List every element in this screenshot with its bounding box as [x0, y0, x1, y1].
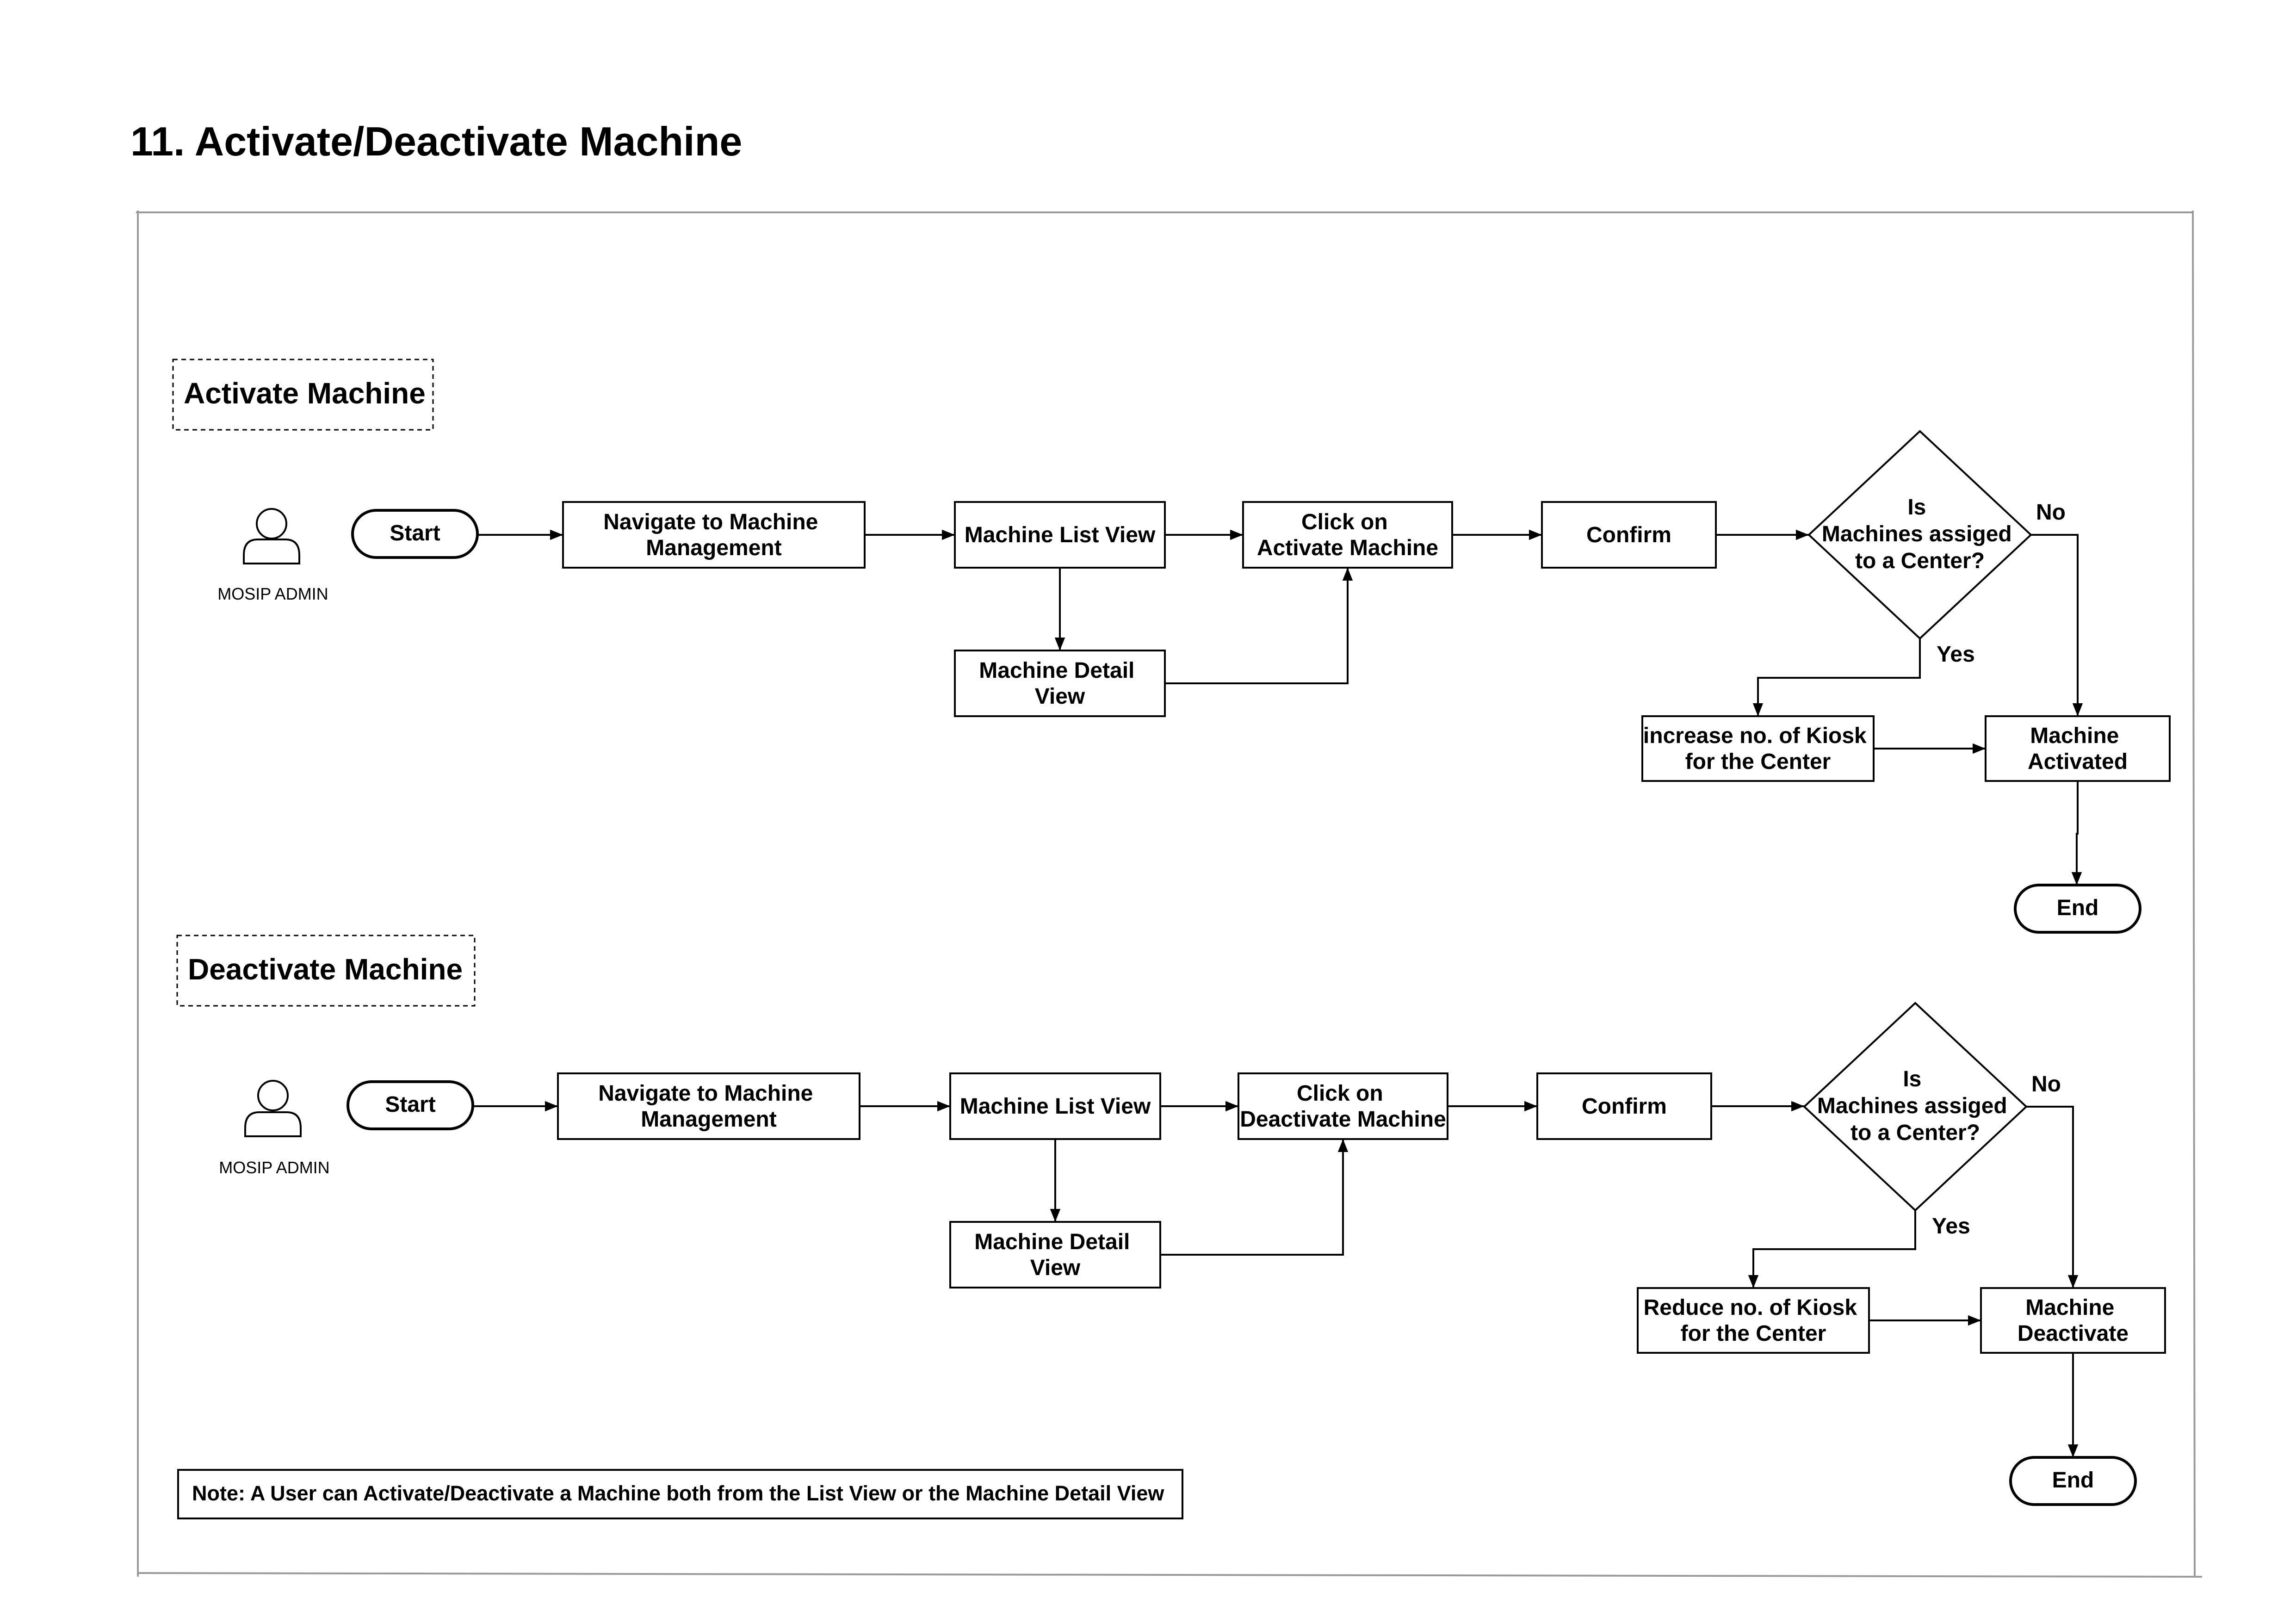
- activate-section: Activate Machine MOSIP ADMIN Start Navig…: [172, 359, 2171, 934]
- decision-label: Is Machines assiged to a Center?: [1817, 1067, 2013, 1145]
- start-label: Start: [385, 1092, 435, 1117]
- navigate-step: [562, 501, 866, 569]
- no-label: No: [2031, 1072, 2061, 1096]
- reduce-kiosk-step: [1637, 1287, 1870, 1354]
- detail-view-step: [949, 1221, 1161, 1288]
- edge-decision-no: [2026, 1106, 2079, 1288]
- end-label: End: [2052, 1468, 2094, 1493]
- increase-kiosk-label: increase no. of Kiosk for the Center: [1643, 724, 1873, 774]
- detail-view-label: Machine Detail View: [974, 1230, 1136, 1280]
- list-view-step: [949, 1072, 1161, 1140]
- note-box: [177, 1469, 1183, 1519]
- reduce-kiosk-label: Reduce no. of Kiosk for the Center: [1644, 1295, 1863, 1346]
- list-view-label: Machine List View: [960, 1094, 1151, 1119]
- edge-detail-click: [1165, 568, 1353, 684]
- click-deactivate-label: Click on Deactivate Machine: [1240, 1081, 1446, 1132]
- machine-activated-step: [1985, 715, 2171, 782]
- machine-deactivate-label: Machine Deactivate: [2018, 1295, 2129, 1346]
- edge-decision-yes: [1748, 1210, 1916, 1288]
- yes-label: Yes: [1937, 642, 1975, 667]
- actor-icon: [243, 508, 300, 564]
- detail-view-label: Machine Detail View: [979, 658, 1140, 709]
- click-activate-step: [1242, 501, 1453, 569]
- click-deactivate-step: [1238, 1072, 1448, 1140]
- note-text: Note: A User can Activate/Deactivate a M…: [192, 1481, 1164, 1505]
- actor-label: MOSIP ADMIN: [219, 1158, 329, 1177]
- page-title: 11. Activate/Deactivate Machine: [130, 118, 742, 164]
- confirm-label: Confirm: [1586, 523, 1671, 547]
- decision-label: Is Machines assiged to a Center?: [1822, 495, 2018, 573]
- increase-kiosk-step: [1641, 715, 1875, 782]
- activate-section-label: Activate Machine: [184, 377, 426, 410]
- activate-section-label-box: [172, 359, 434, 431]
- edge-result-end: [2071, 781, 2082, 885]
- confirm-step: [1536, 1072, 1712, 1140]
- yes-label: Yes: [1932, 1214, 1970, 1239]
- deactivate-section-label: Deactivate Machine: [188, 953, 463, 986]
- machine-activated-label: Machine Activated: [2028, 724, 2128, 774]
- edge-decision-yes: [1752, 638, 1921, 716]
- edge-decision-no: [2031, 534, 2083, 716]
- start-label: Start: [390, 521, 440, 545]
- deactivate-section-label-box: [176, 935, 476, 1007]
- deactivate-section: Deactivate Machine MOSIP ADMIN Start Nav…: [176, 935, 2166, 1506]
- actor-label: MOSIP ADMIN: [217, 584, 328, 603]
- no-label: No: [2036, 500, 2066, 525]
- frame-right: [2192, 210, 2196, 1577]
- actor-icon: [244, 1080, 302, 1137]
- end-label: End: [2057, 896, 2099, 920]
- click-activate-label: Click on Activate Machine: [1257, 510, 1438, 560]
- navigate-label: Navigate to Machine Management: [598, 1081, 819, 1132]
- list-view-step: [954, 501, 1166, 569]
- list-view-label: Machine List View: [965, 523, 1156, 547]
- navigate-label: Navigate to Machine Management: [603, 510, 824, 560]
- edge-detail-click: [1160, 1139, 1349, 1256]
- frame-bottom: [138, 1572, 2203, 1578]
- confirm-label: Confirm: [1582, 1094, 1667, 1119]
